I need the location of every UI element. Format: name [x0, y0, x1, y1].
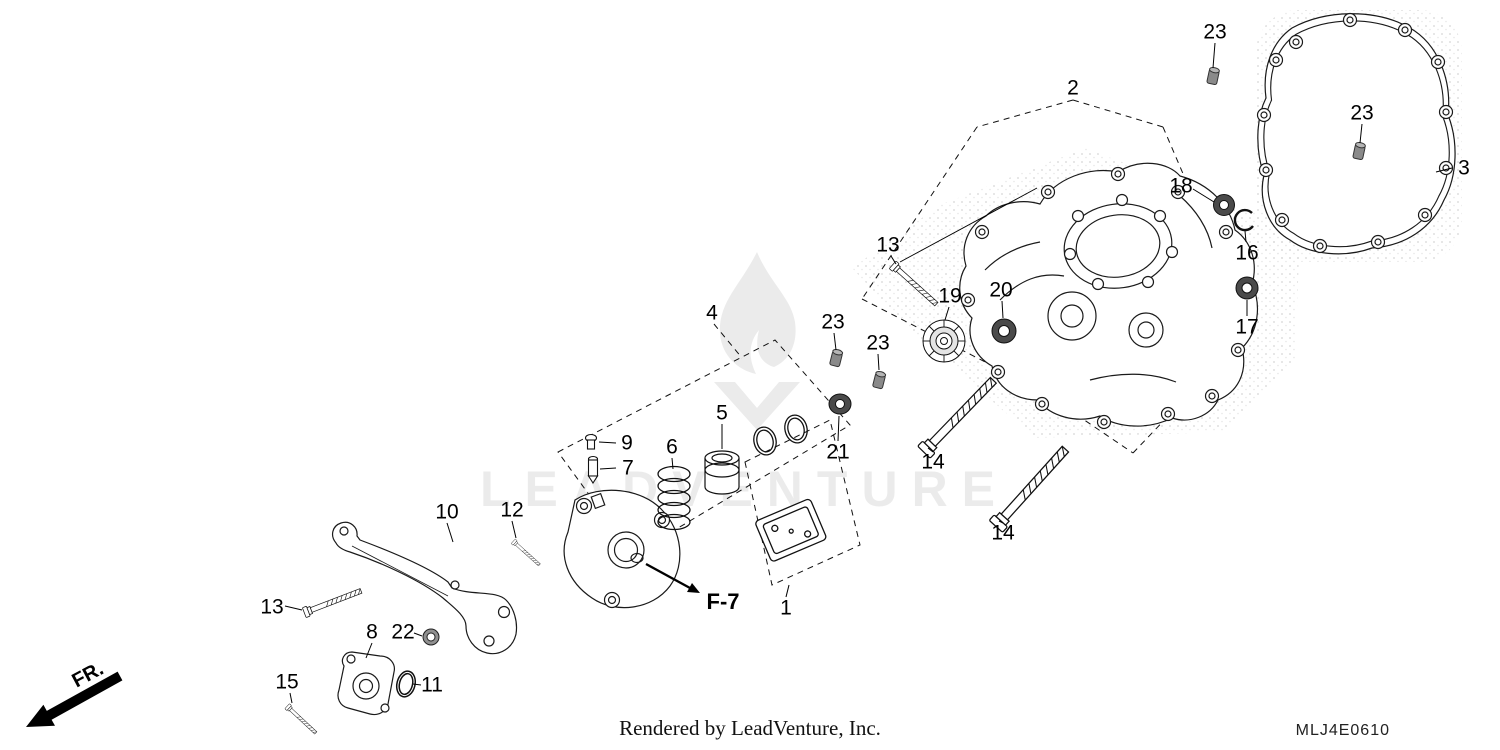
- part-callout-23[interactable]: 23: [1203, 20, 1227, 44]
- part-callout-12[interactable]: 12: [500, 498, 524, 522]
- part-callout-13[interactable]: 13: [260, 595, 284, 619]
- part-callout-8[interactable]: 8: [366, 620, 378, 644]
- section-reference-f7[interactable]: F-7: [706, 589, 740, 614]
- sensor-drawing[interactable]: [337, 651, 395, 716]
- part-callout-14[interactable]: 14: [921, 450, 945, 474]
- part-callout-4[interactable]: 4: [706, 301, 718, 325]
- part-callout-23[interactable]: 23: [821, 310, 845, 334]
- part-callout-20[interactable]: 20: [989, 278, 1013, 302]
- washer-22-drawing[interactable]: [422, 628, 440, 646]
- clutch-cover-drawing[interactable]: [959, 162, 1259, 430]
- part-callout-9[interactable]: 9: [621, 431, 633, 455]
- part-callout-11[interactable]: 11: [421, 673, 443, 697]
- bleed-valve-drawing[interactable]: [587, 455, 599, 485]
- washer-18-drawing[interactable]: [1213, 194, 1235, 216]
- seal-20-drawing[interactable]: [991, 318, 1017, 344]
- roller-19-drawing[interactable]: [922, 319, 966, 363]
- f7-arrow: [645, 562, 700, 593]
- part-callout-23[interactable]: 23: [1350, 101, 1374, 125]
- part-callout-5[interactable]: 5: [716, 401, 728, 425]
- snap-ring-16-drawing[interactable]: [1233, 208, 1254, 232]
- part-callout-15[interactable]: 15: [275, 670, 299, 694]
- cover-gasket-drawing[interactable]: [1256, 12, 1456, 255]
- gasket-kit-drawing[interactable]: [751, 413, 827, 562]
- part-callout-10[interactable]: 10: [435, 500, 459, 524]
- diagram-code: MLJ4E0610: [1295, 722, 1390, 739]
- part-callout-14[interactable]: 14: [991, 521, 1015, 545]
- piston-drawing[interactable]: [704, 450, 740, 495]
- part-callout-19[interactable]: 19: [938, 284, 962, 308]
- part-callout-3[interactable]: 3: [1458, 156, 1470, 180]
- part-callout-22[interactable]: 22: [391, 620, 415, 644]
- oring-11-drawing[interactable]: [394, 669, 418, 699]
- part-callout-7[interactable]: 7: [622, 456, 634, 480]
- part-callout-16[interactable]: 16: [1235, 241, 1259, 265]
- part-callout-2[interactable]: 2: [1067, 76, 1079, 100]
- fr-arrow: [26, 671, 123, 727]
- leader-lines: [284, 42, 1453, 704]
- leadventure-flame-watermark: [714, 252, 800, 430]
- part-callout-23[interactable]: 23: [866, 331, 890, 355]
- part-callout-6[interactable]: 6: [666, 435, 678, 459]
- bleeder-cap-drawing[interactable]: [584, 433, 598, 450]
- bracket-drawing[interactable]: [331, 521, 518, 655]
- part-callout-21[interactable]: 21: [826, 440, 850, 464]
- spring-drawing[interactable]: [657, 465, 691, 531]
- rendered-by-footer: Rendered by LeadVenture, Inc.: [619, 716, 881, 740]
- part-callout-17[interactable]: 17: [1235, 315, 1259, 339]
- slave-cylinder-drawing[interactable]: [563, 489, 681, 609]
- part-callout-1[interactable]: 1: [780, 596, 792, 620]
- washer-17-drawing[interactable]: [1235, 276, 1259, 300]
- part-callout-18[interactable]: 18: [1169, 174, 1193, 198]
- seal-21-drawing[interactable]: [828, 393, 852, 415]
- part-callout-13[interactable]: 13: [876, 233, 900, 257]
